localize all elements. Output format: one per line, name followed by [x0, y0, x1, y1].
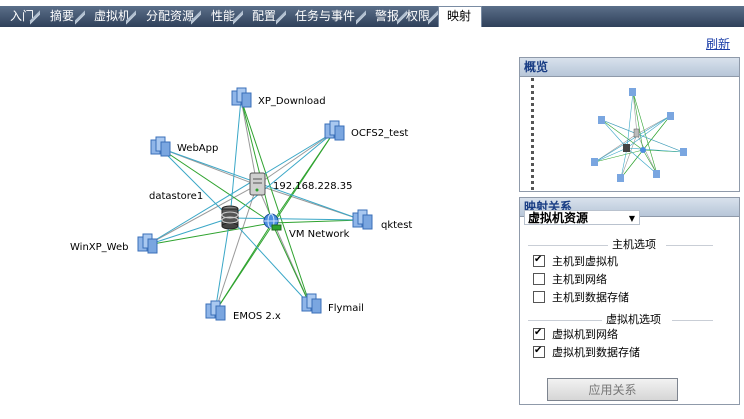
checkbox-host-to-datastore[interactable] [533, 291, 545, 303]
database-icon [221, 205, 239, 230]
overview-title: 概览 [520, 58, 739, 77]
divider [528, 245, 608, 246]
svg-text:VM Network: VM Network [289, 229, 350, 240]
divider [528, 320, 602, 321]
vm-network-edges [146, 98, 363, 313]
tab-performance[interactable]: 性能 [203, 7, 243, 26]
checkbox-vm-to-datastore[interactable] [533, 344, 545, 358]
svg-text:WinXP_Web: WinXP_Web [70, 242, 128, 253]
tab-resource-allocation[interactable]: 分配资源 [138, 7, 201, 26]
tab-bar: 入门 摘要 虚拟机 分配资源 性能 配置 任务与事件 警报 权限 映射 [0, 0, 744, 27]
svg-text:qktest: qktest [381, 220, 412, 231]
option-host-to-network[interactable]: 主机到网络 [533, 273, 607, 287]
svg-text:WebApp: WebApp [177, 143, 218, 154]
network-node[interactable]: VM Network [263, 213, 350, 240]
svg-text:OCFS2_test: OCFS2_test [351, 128, 408, 139]
svg-text:EMOS 2.x: EMOS 2.x [233, 311, 281, 322]
map-edges [146, 98, 363, 313]
tab-configuration[interactable]: 配置 [244, 7, 286, 26]
overview-panel: 概览 [519, 57, 740, 192]
svg-text:192.168.228.35: 192.168.228.35 [273, 181, 353, 192]
host-node[interactable]: 192.168.228.35 [249, 172, 353, 196]
server-icon [249, 172, 266, 196]
host-options-heading: 主机选项 [612, 238, 656, 251]
datastore-node[interactable]: datastore1 [149, 191, 239, 230]
tab-alarms[interactable]: 警报 [367, 7, 407, 26]
checkbox-host-to-vm[interactable] [533, 253, 545, 267]
svg-text:Flymail: Flymail [328, 303, 364, 314]
vm-node-ocfs2-test[interactable]: OCFS2_test [324, 120, 408, 141]
divider [666, 245, 713, 246]
vm-node-emos[interactable]: EMOS 2.x [205, 300, 281, 322]
option-host-to-datastore[interactable]: 主机到数据存储 [533, 291, 629, 305]
option-host-to-vm[interactable]: 主机到虚拟机 [533, 253, 618, 269]
overview-viewport[interactable] [531, 78, 537, 190]
tab-permissions[interactable]: 权限 [398, 7, 438, 26]
checkbox-host-to-network[interactable] [533, 273, 545, 285]
topology-map[interactable]: XP_Download OCFS2_test WebApp qktest Win… [0, 30, 500, 410]
overview-minimap[interactable] [537, 78, 737, 190]
option-vm-to-datastore[interactable]: 虚拟机到数据存储 [533, 344, 640, 360]
svg-text:datastore1: datastore1 [149, 191, 203, 202]
resource-type-value: 虚拟机资源 [528, 211, 589, 225]
vm-node-xp-download[interactable]: XP_Download [231, 87, 326, 108]
vm-options-heading: 虚拟机选项 [606, 313, 661, 326]
tab-maps[interactable]: 映射 [438, 6, 482, 27]
tab-summary[interactable]: 摘要 [42, 7, 85, 26]
divider [672, 320, 713, 321]
tab-bar-background [0, 6, 744, 27]
tab-tasks-events[interactable]: 任务与事件 [287, 7, 366, 26]
option-vm-to-network[interactable]: 虚拟机到网络 [533, 326, 618, 342]
vm-node-qktest[interactable]: qktest [352, 209, 412, 231]
tab-virtual-machines[interactable]: 虚拟机 [86, 7, 136, 26]
map-relationships-panel: 映射关系 虚拟机资源 ▼ 主机选项 主机到虚拟机 主机到网络 主机到数据存储 虚… [519, 197, 740, 405]
svg-text:XP_Download: XP_Download [258, 96, 326, 107]
globe-icon [263, 213, 282, 231]
vm-node-winxp-web[interactable]: WinXP_Web [70, 233, 158, 254]
tab-getting-started[interactable]: 入门 [2, 7, 40, 26]
vm-node-flymail[interactable]: Flymail [301, 293, 364, 314]
vm-node-webapp[interactable]: WebApp [150, 136, 218, 157]
chevron-down-icon: ▼ [628, 214, 635, 223]
resource-type-dropdown[interactable]: 虚拟机资源 ▼ [524, 210, 640, 225]
checkbox-vm-to-network[interactable] [533, 326, 545, 340]
refresh-link[interactable]: 刷新 [706, 37, 731, 51]
vm-datastore-edges [146, 98, 363, 313]
apply-relationships-button[interactable]: 应用关系 [547, 378, 678, 401]
